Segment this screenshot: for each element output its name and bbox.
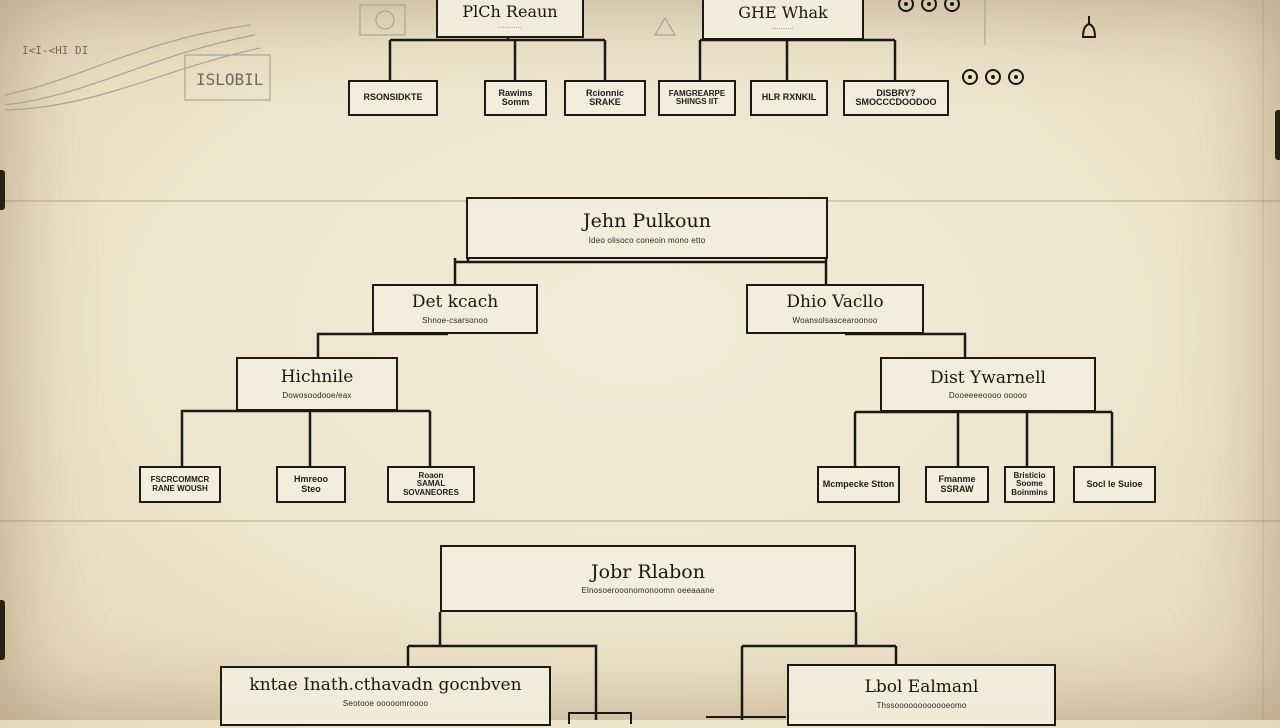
circle-icons-row bbox=[962, 69, 1031, 89]
node-subtitle: Ideo olisoco coneoin mono etto bbox=[588, 235, 706, 245]
org-node-middle-left-child: Hichnile Dowosoodooe/eax bbox=[236, 357, 398, 411]
node-subtitle: Thssoooooooooooeomo bbox=[876, 700, 967, 710]
org-node-bottom-root: Jobr Rlabon Elnosoerooonomonoomn oeeaaan… bbox=[440, 545, 856, 612]
org-node-top-right-root: GHE Whak ·········· bbox=[702, 0, 864, 40]
org-leaf: RSONSIDKTE bbox=[348, 80, 438, 116]
org-node-top-left-root: PlCh Reaun ··········· bbox=[436, 0, 584, 38]
org-node-middle-right: Dhio Vacllo Woansolsascearoonoo bbox=[746, 284, 924, 334]
org-leaf: Socl le Suioe bbox=[1073, 466, 1156, 503]
circle-dot-icon bbox=[985, 69, 1001, 85]
org-leaf: Fmanme SSRAW bbox=[925, 466, 989, 503]
leaf-label: Rcionnic SRAKE bbox=[585, 87, 624, 107]
leaf-label: Fmanme SSRAW bbox=[938, 474, 976, 494]
circle-dot-icon bbox=[962, 69, 978, 85]
paper-burn bbox=[0, 600, 5, 660]
paper-burn bbox=[0, 170, 5, 210]
node-subtitle: Seotooe ooooomroooo bbox=[342, 698, 429, 708]
leaf-label: Roaon SAMAL SOVANEORES bbox=[403, 470, 459, 497]
leaf-label: Bristicio Soome Boinmins bbox=[1011, 470, 1048, 497]
leaf-label: FSCRCOMMCR RANE WOUSH bbox=[150, 475, 210, 493]
node-name: GHE Whak bbox=[738, 3, 828, 23]
org-leaf: Rawims Somm bbox=[484, 80, 547, 116]
org-leaf: Roaon SAMAL SOVANEORES bbox=[387, 466, 475, 503]
node-name: Det kcach bbox=[411, 292, 499, 313]
node-name: Lbol Ealmanl bbox=[864, 677, 979, 697]
node-name: Jehn Pulkoun bbox=[583, 210, 711, 233]
paper-fold bbox=[0, 520, 1280, 522]
node-subtitle: Woansolsascearoonoo bbox=[792, 315, 878, 325]
leaf-label: RSONSIDKTE bbox=[363, 92, 423, 103]
org-node-middle-right-child: Dist Ywarnell Dooeeeeoooo ooooo bbox=[880, 357, 1096, 412]
org-leaf: Hmreoo Steo bbox=[276, 466, 346, 503]
org-node-partial bbox=[568, 712, 632, 724]
org-node-middle-left: Det kcach Shnoe-csarsonoo bbox=[372, 284, 538, 334]
org-leaf: FSCRCOMMCR RANE WOUSH bbox=[139, 466, 221, 503]
org-leaf: FAMGREARPE SHINGS IIT bbox=[658, 80, 736, 116]
circle-icons-row bbox=[898, 0, 967, 16]
sketch-note: I<I-<HI DI bbox=[22, 44, 89, 57]
org-node-bottom-left: kntae Inath.cthavadn gocnbven Seotooe oo… bbox=[220, 666, 551, 726]
sketch-note: ISLOBIL bbox=[196, 70, 264, 89]
node-name: Jobr Rlabon bbox=[591, 560, 705, 583]
paper-burn bbox=[1275, 110, 1280, 160]
node-subtitle: Dowosoodooe/eax bbox=[282, 390, 352, 400]
node-name: kntae Inath.cthavadn gocnbven bbox=[249, 675, 522, 695]
org-leaf: Rcionnic SRAKE bbox=[564, 80, 646, 116]
node-subtitle: Shnoe-csarsonoo bbox=[422, 315, 488, 325]
node-name: Dhio Vacllo bbox=[786, 292, 884, 313]
leaf-label: Mcmpecke Stton bbox=[822, 478, 895, 489]
org-leaf: HLR RXNKIL bbox=[750, 80, 828, 116]
leaf-label: Socl le Suioe bbox=[1086, 478, 1143, 489]
leaf-label: DISBRY? SMOCCCDOODOO bbox=[855, 87, 937, 107]
leaf-label: Rawims Somm bbox=[498, 87, 533, 107]
leaf-label: FAMGREARPE SHINGS IIT bbox=[668, 88, 726, 106]
node-name: PlCh Reaun bbox=[462, 2, 558, 22]
leaf-label: HLR RXNKIL bbox=[761, 92, 817, 103]
org-node-partial bbox=[706, 716, 786, 728]
circle-dot-icon bbox=[944, 0, 960, 12]
org-leaf: DISBRY? SMOCCCDOODOO bbox=[843, 80, 949, 116]
node-name: Hichnile bbox=[280, 367, 354, 388]
circle-dot-icon bbox=[921, 0, 937, 12]
paper-fold bbox=[1262, 0, 1264, 720]
node-subtitle: Dooeeeeoooo ooooo bbox=[948, 391, 1028, 401]
leaf-label: Hmreoo Steo bbox=[293, 474, 328, 494]
circle-dot-icon bbox=[898, 0, 914, 12]
node-name: Dist Ywarnell bbox=[930, 367, 1046, 388]
circle-dot-icon bbox=[1008, 69, 1024, 85]
org-node-middle-root: Jehn Pulkoun Ideo olisoco coneoin mono e… bbox=[466, 197, 828, 259]
org-leaf: Bristicio Soome Boinmins bbox=[1004, 466, 1055, 503]
org-leaf: Mcmpecke Stton bbox=[817, 466, 900, 503]
org-node-bottom-right: Lbol Ealmanl Thssoooooooooooeomo bbox=[787, 664, 1056, 726]
node-subtitle: Elnosoerooonomonoomn oeeaaane bbox=[581, 586, 715, 596]
